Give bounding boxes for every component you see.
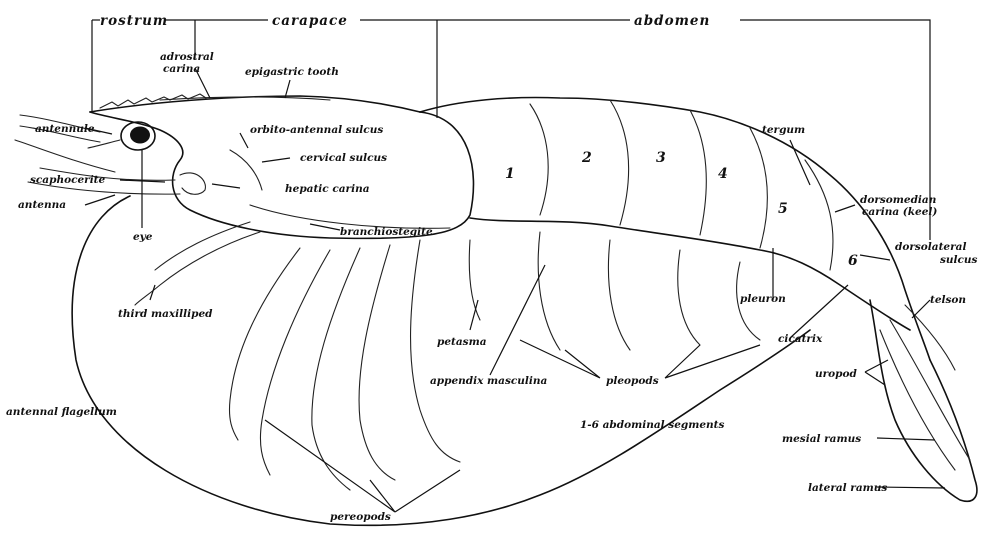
segment-number-5: 5: [778, 201, 788, 217]
label-hepatic-carina: hepatic carina: [285, 183, 370, 195]
label-rostrum: rostrum: [100, 13, 168, 29]
label-eye: eye: [133, 231, 153, 243]
label-uropod: uropod: [815, 368, 858, 380]
segment-number-4: 4: [718, 166, 728, 182]
label-cicatrix: cicatrix: [778, 333, 823, 345]
label-dorsomedian-carina-line2: carina (keel): [862, 206, 937, 218]
label-antennule: antennule: [35, 123, 95, 135]
leader-lines: [85, 68, 945, 512]
label-lateral-ramus: lateral ramus: [808, 482, 887, 494]
label-dorsomedian-carina-line1: dorsomedian: [860, 194, 936, 206]
label-abdominal-segments: 1-6 abdominal segments: [580, 419, 725, 431]
label-third-maxilliped: third maxilliped: [118, 308, 213, 320]
label-adrostral-carina-line1: adrostral: [160, 51, 214, 63]
label-pleopods: pleopods: [606, 375, 659, 387]
label-epigastric-tooth: epigastric tooth: [245, 66, 339, 78]
label-appendix-masculina: appendix masculina: [430, 375, 548, 387]
segment-number-6: 6: [848, 253, 858, 269]
label-petasma: petasma: [437, 336, 487, 348]
label-adrostral-carina-line2: carina: [163, 63, 200, 75]
segment-number-2: 2: [581, 150, 592, 166]
label-pleuron: pleuron: [740, 293, 786, 305]
segment-number-1: 1: [505, 166, 515, 182]
label-dorsolateral-sulcus-line1: dorsolateral: [895, 241, 966, 253]
label-carapace: carapace: [272, 13, 348, 29]
label-tergum: tergum: [762, 124, 805, 136]
label-branchiostegite: branchiostegite: [340, 226, 433, 238]
label-antennal-flagellum: antennal flagellum: [6, 406, 117, 418]
label-cervical-sulcus: cervical sulcus: [300, 152, 387, 164]
label-mesial-ramus: mesial ramus: [782, 433, 861, 445]
label-orbito-antennal-sulcus: orbito-antennal sulcus: [250, 124, 383, 136]
label-pereopods: pereopods: [330, 511, 391, 523]
label-abdomen: abdomen: [634, 13, 710, 29]
label-dorsolateral-sulcus-line2: sulcus: [940, 254, 978, 266]
label-telson: telson: [930, 294, 966, 306]
label-antenna: antenna: [18, 199, 66, 211]
segment-number-3: 3: [656, 150, 666, 166]
label-scaphocerite: scaphocerite: [30, 174, 106, 186]
